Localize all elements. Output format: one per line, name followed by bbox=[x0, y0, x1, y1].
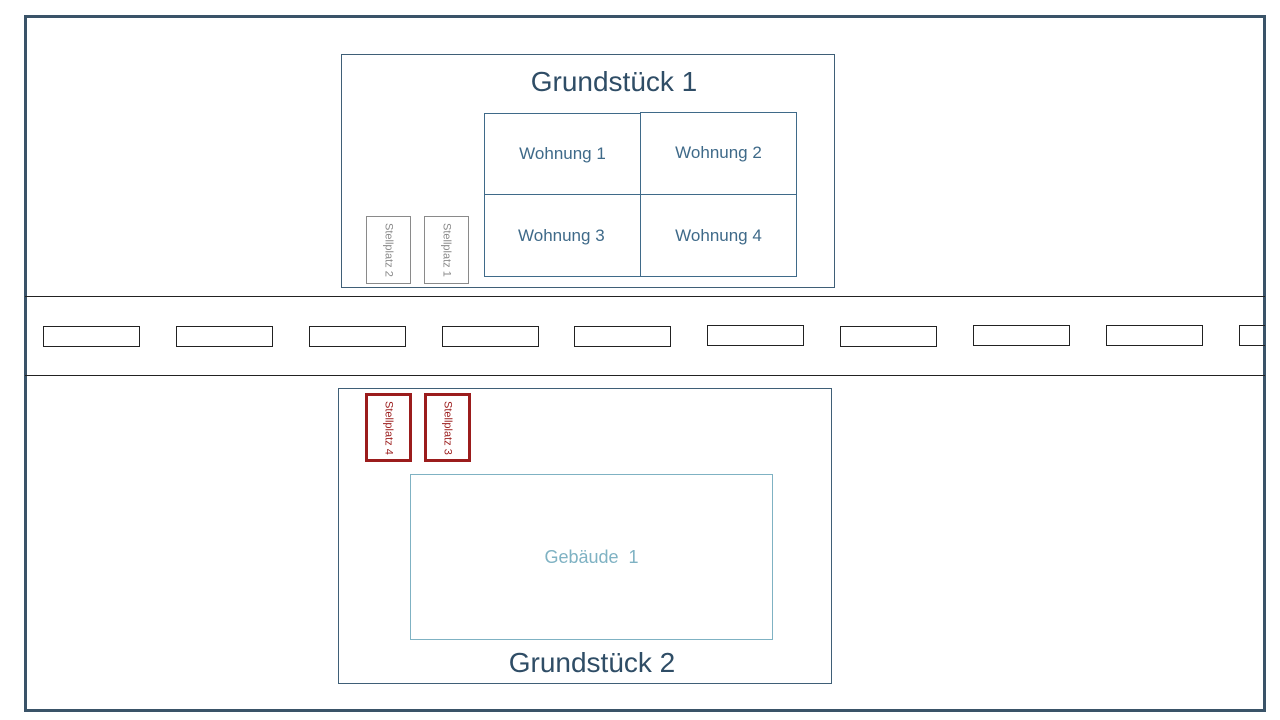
lane-marking bbox=[1106, 325, 1203, 346]
lane-marking bbox=[176, 326, 273, 347]
flat-4: Wohnung 4 bbox=[640, 194, 797, 277]
lane-marking bbox=[707, 325, 804, 346]
parcel-1-title: Grundstück 1 bbox=[530, 66, 698, 97]
lane-marking bbox=[840, 326, 937, 347]
lane-marking bbox=[43, 326, 140, 347]
flat-1: Wohnung 1 bbox=[484, 113, 641, 195]
building-1: Gebäude 1 bbox=[410, 474, 773, 640]
lane-marking bbox=[973, 325, 1070, 346]
lane-marking bbox=[442, 326, 539, 347]
parcel-1 bbox=[341, 54, 835, 288]
parking-spot-1: Stellplatz 1 bbox=[424, 216, 469, 284]
flat-3: Wohnung 3 bbox=[484, 194, 641, 277]
parcel-2-title: Grundstück 2 bbox=[508, 647, 676, 678]
flat-2: Wohnung 2 bbox=[640, 112, 797, 195]
diagram-frame bbox=[24, 15, 1266, 712]
lane-marking bbox=[309, 326, 406, 347]
parking-spot-3: Stellplatz 3 bbox=[424, 393, 471, 462]
parking-spot-1-label: Stellplatz 1 bbox=[440, 223, 453, 277]
parking-spot-2: Stellplatz 2 bbox=[366, 216, 411, 284]
parcel-2 bbox=[338, 388, 832, 684]
parking-spot-4-label: Stellplatz 4 bbox=[382, 400, 395, 455]
parking-spot-4: Stellplatz 4 bbox=[365, 393, 412, 462]
lane-marking bbox=[574, 326, 671, 347]
parking-spot-3-label: Stellplatz 3 bbox=[441, 400, 454, 455]
road bbox=[25, 296, 1265, 376]
parking-spot-2-label: Stellplatz 2 bbox=[382, 223, 395, 277]
lane-marking bbox=[1239, 325, 1265, 346]
